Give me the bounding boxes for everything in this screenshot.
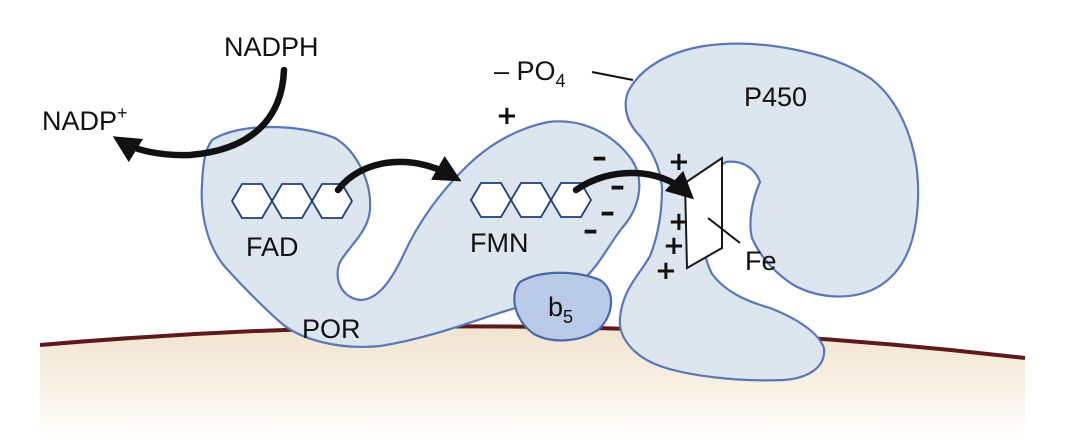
fad-label: FAD	[246, 232, 299, 262]
p450-plus-charge-1: +	[668, 147, 690, 177]
nadp-label: NADP+	[42, 103, 128, 136]
fe-label: Fe	[745, 246, 777, 276]
por-label: POR	[302, 314, 361, 344]
b5-label: b5	[548, 292, 573, 327]
fad-ring-structure	[230, 183, 354, 219]
por-minus-charge-1: –	[592, 140, 607, 175]
p450-label: P450	[744, 82, 807, 112]
b5-protein	[513, 271, 613, 342]
po4-leader-line	[591, 71, 634, 81]
heme-plane	[683, 156, 723, 270]
fmn-ring-structure	[469, 182, 593, 218]
por-minus-charge-2: –	[610, 169, 625, 204]
fmn-label: FMN	[470, 228, 528, 258]
fe-leader-line	[707, 217, 741, 244]
por-minus-charge-3: –	[600, 195, 615, 230]
po4-label: – PO4	[494, 56, 566, 91]
p450-plus-charge-2: +	[668, 207, 690, 237]
fad-to-fmn-arrow	[334, 156, 462, 194]
p450-plus-charge-3: +	[663, 231, 685, 261]
fmn-to-heme-arrow	[572, 169, 695, 200]
nadph-label: NADPH	[224, 32, 319, 62]
por-plus-charge: +	[496, 101, 518, 131]
nadph-to-nadp-arrow	[112, 66, 288, 163]
p450-plus-charge-4: +	[655, 256, 677, 286]
por-minus-charge-4: –	[583, 213, 598, 248]
